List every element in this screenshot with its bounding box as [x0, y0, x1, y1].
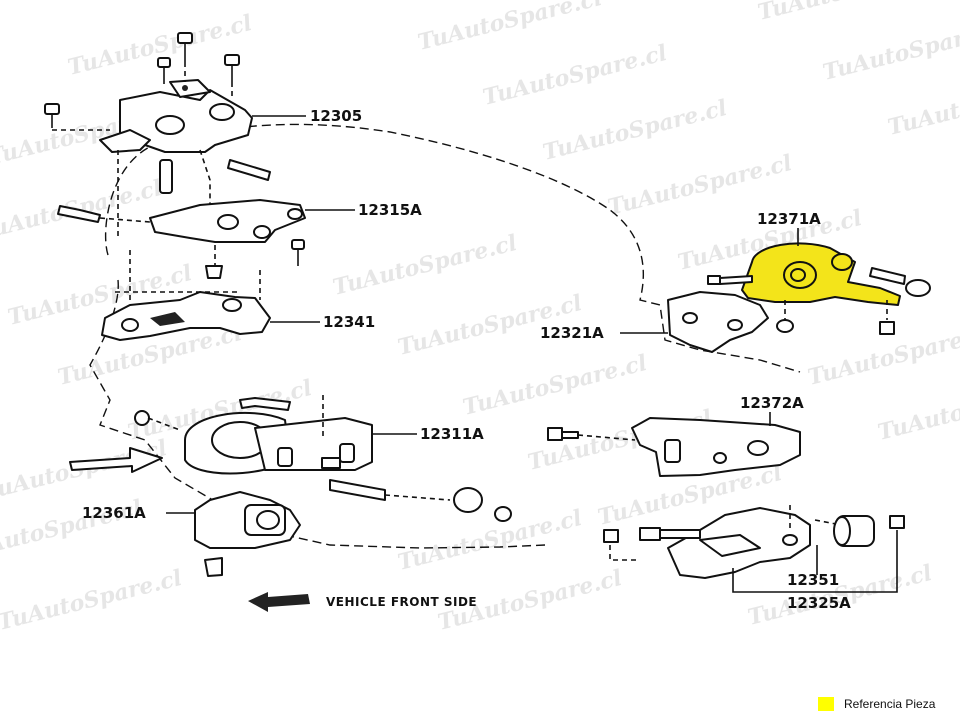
leader-12325A	[732, 530, 898, 593]
watermark: TuAutoSpare.cl	[480, 40, 669, 111]
dashed-guide	[147, 417, 181, 431]
bolt-icon	[57, 159, 305, 279]
part-12371A[interactable]	[741, 242, 901, 306]
bolt-icon	[707, 267, 931, 335]
watermark: TuAutoSpare.cl	[65, 10, 254, 81]
watermark: TuAutoSpare.cl	[460, 350, 649, 421]
part-12361A[interactable]	[194, 491, 301, 577]
legend: Referencia Pieza	[818, 695, 935, 713]
watermark: TuAutoSpare.cl	[0, 435, 170, 506]
label-12361A: 12361A	[82, 504, 146, 522]
legend-swatch	[818, 697, 834, 711]
label-12341: 12341	[323, 313, 375, 331]
label-12351: 12351	[787, 571, 839, 589]
engine-outline-lower	[89, 279, 546, 549]
part-12321A[interactable]	[667, 291, 794, 353]
part-12372A[interactable]	[631, 417, 801, 477]
bolt-icon	[603, 515, 905, 543]
watermark: TuAutoSpare.cl	[330, 230, 519, 301]
watermark: TuAutoSpare.cl	[820, 15, 960, 86]
direction-label: VEHICLE FRONT SIDE	[326, 595, 477, 609]
part-12351[interactable]	[833, 515, 875, 547]
watermark: TuAutoSpare.cl	[540, 95, 729, 166]
label-12311A: 12311A	[420, 425, 484, 443]
part-12311A[interactable]	[184, 397, 373, 475]
part-12341[interactable]	[101, 291, 271, 341]
bolt-icon	[44, 32, 240, 128]
part-12305[interactable]	[99, 79, 253, 194]
bolt-icon	[134, 410, 512, 522]
arrow-icon	[69, 447, 163, 473]
dashed-guide	[384, 494, 451, 501]
label-12371A: 12371A	[757, 210, 821, 228]
label-12315A: 12315A	[358, 201, 422, 219]
watermark: TuAutoSpare.cl	[755, 0, 944, 26]
label-12305: 12305	[310, 107, 362, 125]
label-12325A: 12325A	[787, 594, 851, 612]
dashed-guide	[577, 434, 636, 441]
legend-label: Referencia Pieza	[844, 697, 936, 711]
watermark: TuAutoSpare.cl	[875, 375, 960, 446]
watermark: TuAutoSpare.cl	[415, 0, 604, 56]
dashed-guide	[609, 545, 640, 561]
engine-outline	[105, 123, 801, 373]
label-12372A: 12372A	[740, 394, 804, 412]
label-12321A: 12321A	[540, 324, 604, 342]
dashed-guide	[814, 519, 837, 525]
part-12315A[interactable]	[149, 199, 306, 243]
watermark: TuAutoSpare.cl	[885, 70, 960, 141]
bolt-icon	[547, 427, 579, 441]
arrow-left-icon	[248, 592, 310, 612]
watermark: TuAutoSpare.cl	[0, 565, 185, 636]
watermark: TuAutoSpare.cl	[395, 505, 584, 576]
part-12325A[interactable]	[667, 507, 811, 579]
